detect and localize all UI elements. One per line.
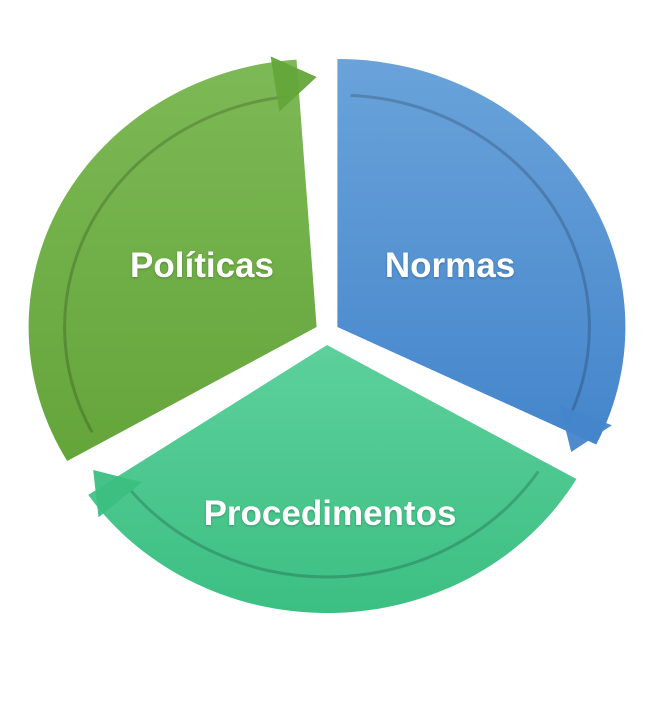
segment-label-normas: Normas: [384, 246, 516, 285]
segment-label-politicas: Políticas: [130, 246, 274, 285]
segment-politicas: [28, 59, 317, 462]
arrowhead-icon: [559, 405, 612, 452]
arrow-band-edge: [63, 94, 291, 434]
segment-normas: [337, 59, 626, 445]
arrow-band-edge: [121, 470, 540, 579]
arrowhead-icon: [93, 470, 143, 518]
arrow-band-edge: [350, 93, 591, 423]
segment-label-procedimentos: Procedimentos: [203, 494, 457, 533]
segment-procedimentos: [88, 345, 577, 613]
arrowhead-icon: [270, 56, 317, 112]
